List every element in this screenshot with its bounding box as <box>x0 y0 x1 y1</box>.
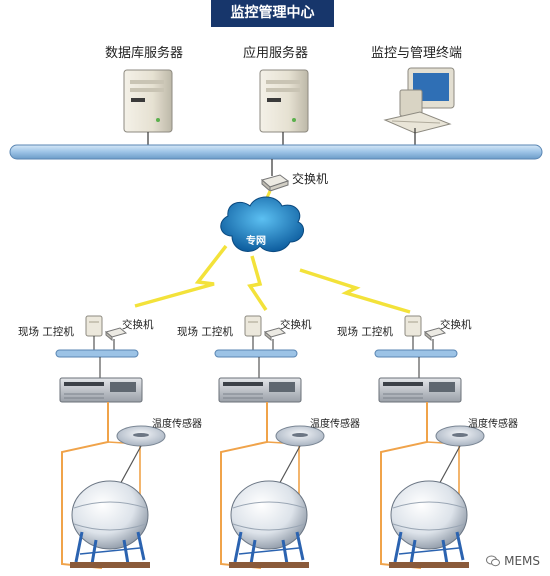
private-network-label: 专网 <box>246 236 266 247</box>
terminal-icon <box>383 67 455 134</box>
local-bus <box>374 349 458 358</box>
sensor-probe <box>436 445 461 489</box>
local-bus <box>55 349 139 358</box>
site-ipc-label: 现场 工控机 <box>177 326 233 338</box>
site-group <box>374 315 485 569</box>
rack-device-icon <box>218 377 302 403</box>
site-group <box>55 315 166 569</box>
page-title: 监控管理中心 <box>211 0 334 27</box>
spherical-tank-icon <box>389 480 469 568</box>
database-server-icon <box>123 69 173 133</box>
site-switch-icon <box>263 327 287 342</box>
app-server-label: 应用服务器 <box>243 46 309 61</box>
cloud-icon <box>220 196 305 252</box>
temperature-sensor-label: 温度传感器 <box>468 419 518 430</box>
industrial-pc-icon <box>244 315 262 337</box>
lightning-icon <box>134 244 228 308</box>
temperature-sensor-label: 温度传感器 <box>152 419 202 430</box>
switch-icon <box>260 174 290 193</box>
temperature-sensor-label: 温度传感器 <box>310 419 360 430</box>
industrial-pc-icon <box>85 315 103 337</box>
site-ipc-label: 现场 工控机 <box>18 326 74 338</box>
industrial-pc-icon <box>404 315 422 337</box>
switch-label: 交换机 <box>292 172 329 186</box>
rack-device-icon <box>378 377 462 403</box>
site-switch-label: 交换机 <box>440 319 472 331</box>
backbone-bus <box>9 144 543 160</box>
site-switch-icon <box>423 327 447 342</box>
rack-device-icon <box>59 377 143 403</box>
lightning-icon <box>247 255 268 311</box>
spherical-tank-icon <box>229 480 309 568</box>
lightning-icon <box>299 268 411 314</box>
site-ipc-label: 现场 工控机 <box>337 326 393 338</box>
site-switch-label: 交换机 <box>280 319 312 331</box>
sensor-probe <box>276 445 301 489</box>
terminal-label: 监控与管理终端 <box>371 46 463 61</box>
temperature-sensor-icon <box>116 425 166 447</box>
spherical-tank-icon <box>70 480 150 568</box>
local-bus <box>214 349 298 358</box>
app-server-icon <box>259 69 309 133</box>
watermark-text: MEMS <box>504 554 540 568</box>
site-switch-label: 交换机 <box>122 319 154 331</box>
wechat-icon <box>486 555 501 567</box>
site-switch-icon <box>104 327 128 342</box>
watermark: MEMS <box>486 554 540 568</box>
site-group <box>214 315 325 569</box>
database-server-label: 数据库服务器 <box>105 46 184 61</box>
sensor-probe <box>117 445 142 489</box>
